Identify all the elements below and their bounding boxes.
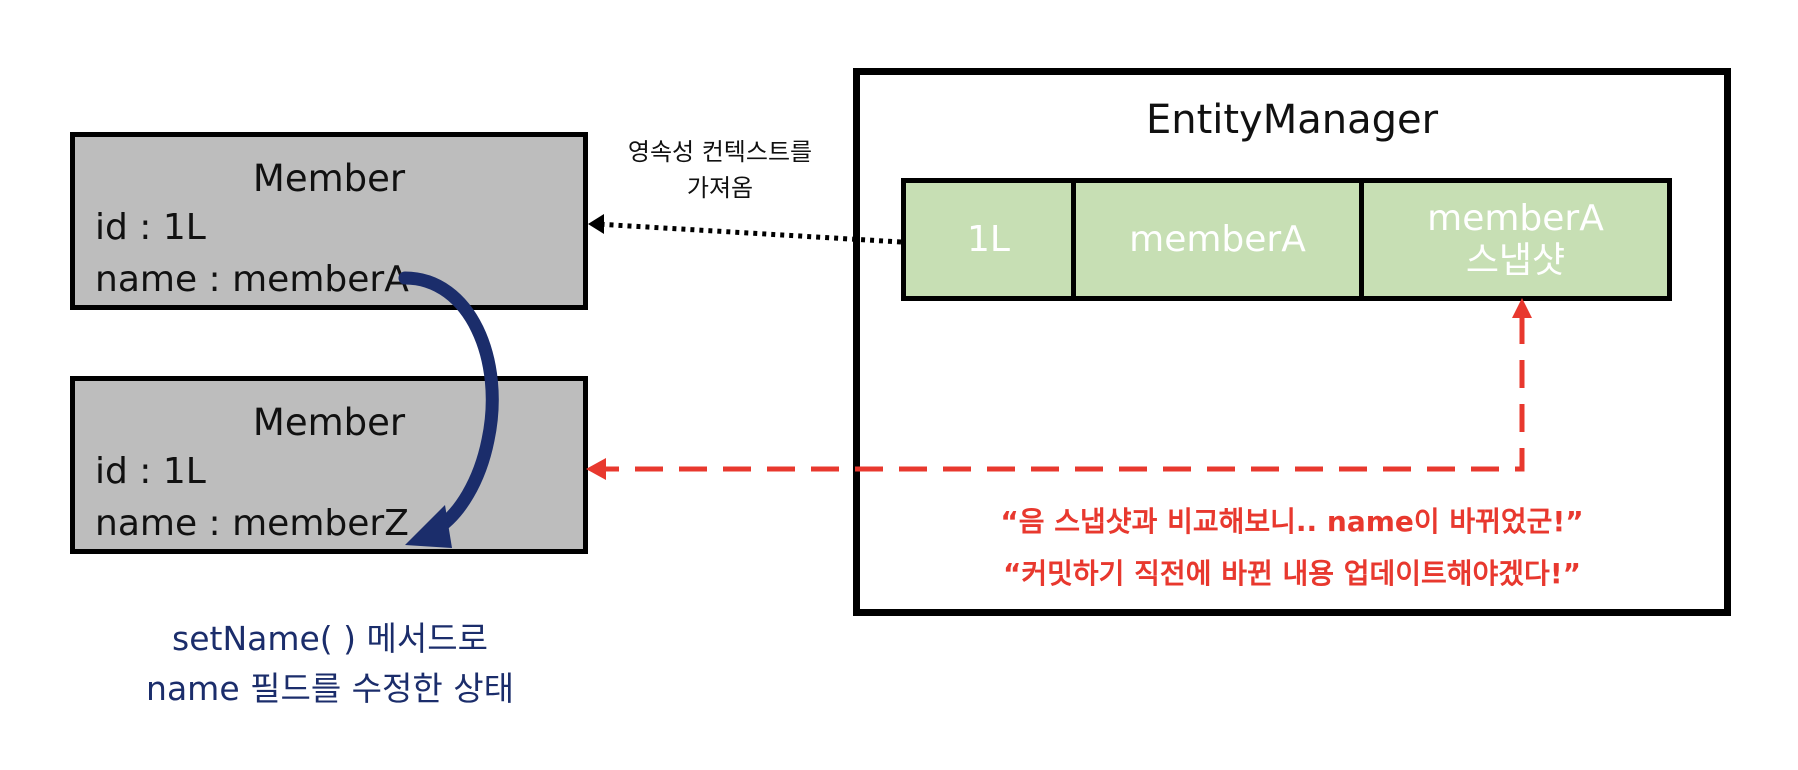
- fetch-label-line-2: 가져옴: [686, 174, 754, 202]
- member-id: id : 1L: [95, 451, 206, 492]
- member-title: Member: [252, 401, 406, 444]
- member-id: id : 1L: [95, 207, 206, 248]
- fetch-label-line-1: 영속성 컨텍스트를: [627, 138, 813, 166]
- member-box-modified: Member id : 1L name : memberZ: [70, 376, 588, 554]
- caption-line-1: setName( ) 메서드로: [172, 619, 488, 658]
- fetch-arrowhead: [588, 214, 604, 234]
- compare-text-line-2: “커밋하기 직전에 바뀐 내용 업데이트해야겠다!”: [1002, 557, 1581, 590]
- modify-arrow: [398, 271, 499, 537]
- cell-id: 1L: [906, 183, 1071, 296]
- cell-snapshot: memberA 스냅샷: [1364, 183, 1667, 296]
- fetch-label: 영속성 컨텍스트를 가져옴: [600, 134, 840, 206]
- compare-arrowhead-left: [586, 458, 606, 480]
- modify-arrowhead: [405, 505, 452, 548]
- member-title: Member: [252, 157, 406, 200]
- modification-caption: setName( ) 메서드로 name 필드를 수정한 상태: [60, 614, 600, 713]
- compare-arrow: [600, 316, 1525, 472]
- snapshot-line-1: memberA: [1427, 198, 1604, 240]
- compare-arrowhead-up: [1512, 298, 1532, 318]
- compare-text-line-1: “음 스냅샷과 비교해보니.. name이 바뀌었군!”: [1000, 505, 1584, 538]
- snapshot-line-2: 스냅샷: [1465, 239, 1566, 281]
- persistence-context-table: 1L memberA memberA 스냅샷: [901, 178, 1672, 301]
- member-name: name : memberA: [95, 259, 409, 300]
- caption-line-2: name 필드를 수정한 상태: [146, 668, 514, 708]
- member-box-original: Member id : 1L name : memberA: [70, 132, 588, 310]
- cell-entity: memberA: [1076, 183, 1359, 296]
- entity-manager-box: EntityManager: [853, 68, 1731, 616]
- member-name: name : memberZ: [95, 503, 409, 544]
- fetch-arrow: [595, 221, 902, 245]
- entity-manager-title: EntityManager: [1145, 97, 1439, 143]
